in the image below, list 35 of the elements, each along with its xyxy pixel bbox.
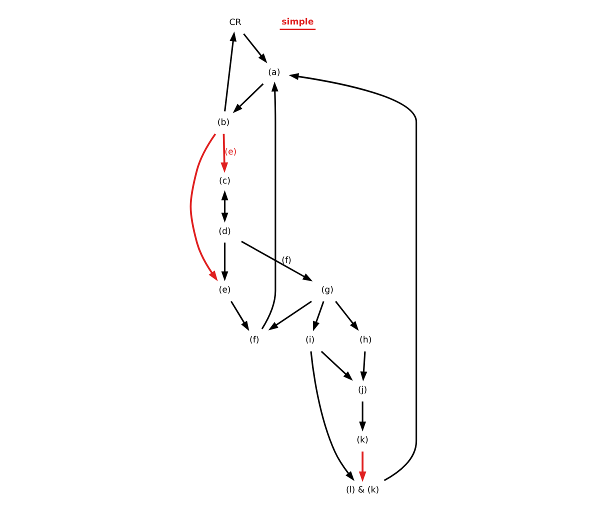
node-text: (c) xyxy=(219,176,231,186)
arrow xyxy=(310,350,354,480)
node-text: CR xyxy=(229,17,242,28)
node-text: (f) xyxy=(250,335,260,346)
arrow xyxy=(261,81,278,329)
arrow xyxy=(221,242,228,281)
arrow xyxy=(190,132,218,281)
arrow xyxy=(232,82,264,113)
node-text: (l) & (k) xyxy=(346,485,380,496)
node-text: (b) xyxy=(217,117,230,128)
node-text: (k) xyxy=(356,435,368,446)
legend-label: simple xyxy=(282,17,314,28)
node-text: (h) xyxy=(360,335,372,346)
arrow xyxy=(241,240,313,281)
node-text: (d) xyxy=(218,226,231,236)
arrow xyxy=(360,350,368,381)
arrow xyxy=(230,300,250,331)
arrow xyxy=(313,300,324,331)
arrow xyxy=(268,300,312,330)
edge-label: (f) xyxy=(282,256,292,266)
arrow xyxy=(320,350,353,380)
arrow xyxy=(220,133,228,172)
node-text: (g) xyxy=(321,284,334,295)
node-text: (i) xyxy=(305,335,315,346)
arrow xyxy=(224,30,237,111)
arrow xyxy=(221,190,228,222)
edge-label: (e) xyxy=(224,146,237,157)
arrow xyxy=(359,401,366,431)
arrow xyxy=(358,451,366,482)
arrow xyxy=(243,32,268,63)
arrow xyxy=(335,300,359,330)
node-text: (j) xyxy=(358,385,368,396)
node-text: (a) xyxy=(268,67,280,78)
node-text: (e) xyxy=(218,284,231,295)
arrow xyxy=(288,72,418,481)
